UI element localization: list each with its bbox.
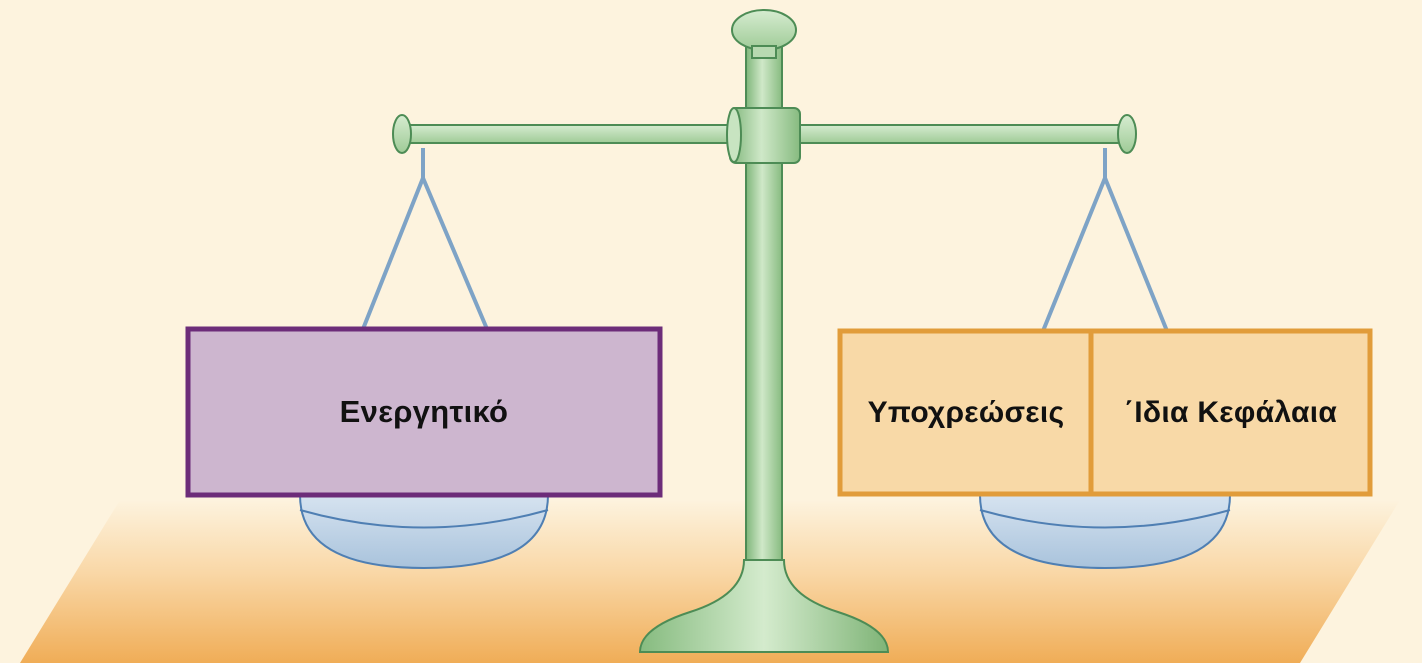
left-pan-dish: [298, 494, 550, 570]
scale-collar: [726, 107, 801, 164]
equity-label: ΄Ιδια Κεφάλαια: [1123, 395, 1338, 429]
right-pan-box: [837, 328, 1373, 497]
scale-base: [638, 559, 890, 653]
left-pan-box: [185, 326, 663, 498]
right-pan-strings: [1041, 148, 1169, 332]
scale-top-knob: [731, 9, 797, 59]
right-pan-dish: [978, 494, 1232, 570]
left-pan-strings: [361, 148, 489, 330]
liabilities-label: Υποχρεώσεις: [867, 395, 1065, 429]
assets-label: Ενεργητικό: [339, 394, 509, 429]
